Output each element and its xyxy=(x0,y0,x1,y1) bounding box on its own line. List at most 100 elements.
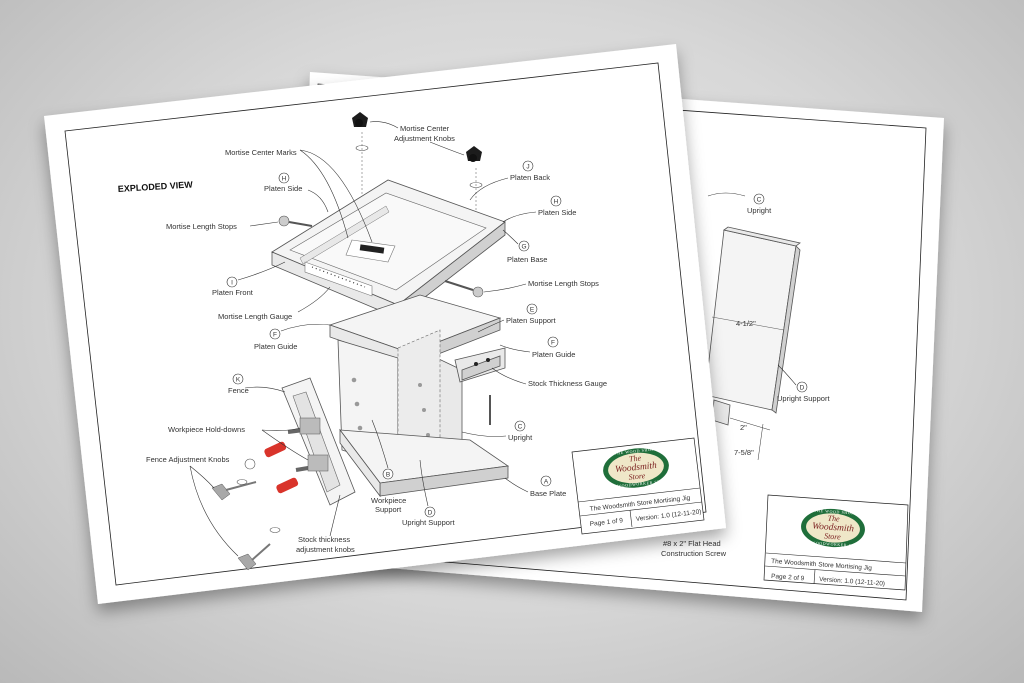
leader-platen-guide-left xyxy=(280,323,331,332)
leader-fence xyxy=(244,386,286,393)
leader-fence-adjustment-knobs-b xyxy=(189,465,239,557)
front-callouts: Mortise Center Adjustment Knobs Mortise … xyxy=(146,121,607,557)
platen-side-right-letter: H xyxy=(554,199,559,206)
leader-stock-thickness-gauge xyxy=(491,367,527,385)
leader-mortise-length-stops-left xyxy=(249,221,279,227)
fence-letter: K xyxy=(236,377,241,384)
label-workpiece-hold-downs: Workpiece Hold-downs xyxy=(168,425,245,434)
fence-adjustment-knob-lower xyxy=(237,543,271,571)
label-upright: Upright xyxy=(508,433,533,442)
leader-platen-base xyxy=(502,229,519,245)
label-mortise-center-marks: Mortise Center Marks xyxy=(225,148,297,157)
front-logo-name-2: Woodsmith xyxy=(615,461,658,475)
leader-workpiece-hold-downs-a xyxy=(261,427,301,431)
back-version-text: Version: 1.0 (12-11-20) xyxy=(819,576,885,588)
leader-platen-guide-right xyxy=(499,344,531,353)
leader-fence-adjustment-knobs-a xyxy=(189,465,215,489)
mortise-length-stop-right xyxy=(444,280,484,298)
mortise-center-knob-left xyxy=(352,112,369,200)
mortising-jig-drawing xyxy=(211,112,510,571)
leader-workpiece-support xyxy=(371,419,389,469)
leader-mortise-center-knobs-a xyxy=(369,121,399,129)
label-mortise-center-knobs-1: Mortise Center xyxy=(400,124,450,133)
front-logo-name-1: The xyxy=(629,453,642,463)
front-logo-name-3: Store xyxy=(628,471,646,482)
dimension-7-5-8in: 7-5/8" xyxy=(734,448,754,457)
label-fence: Fence xyxy=(228,386,249,395)
leader-base-plate xyxy=(504,477,529,493)
width-dimension: 4-1/2" xyxy=(736,319,756,328)
leader-upright xyxy=(461,431,507,437)
upright-support-callout-letter: D xyxy=(800,385,805,392)
back-logo-bottom-text: AND WOODWORKER STORE xyxy=(799,539,864,549)
label-platen-base: Platen Base xyxy=(507,255,547,264)
back-logo-top-text: THE WOOD SHOP xyxy=(814,508,855,516)
front-sheet[interactable]: EXPLODED VIEW xyxy=(44,44,726,604)
leader-platen-side-right xyxy=(502,211,537,223)
label-stock-thickness-gauge: Stock Thickness Gauge xyxy=(528,379,607,388)
front-woodsmith-logo: THE WOOD SHOP The Woodsmith Store AND WO… xyxy=(603,446,670,490)
upright-leader xyxy=(707,192,746,197)
upright-panel-drawing xyxy=(704,226,801,426)
label-platen-guide-left: Platen Guide xyxy=(254,342,297,351)
leader-stock-thickness-knobs xyxy=(329,494,341,537)
label-workpiece-support-1: Workpiece xyxy=(371,496,406,505)
label-platen-front: Platen Front xyxy=(212,288,254,297)
label-mortise-center-knobs-2: Adjustment Knobs xyxy=(394,134,455,143)
upright-support-callout-circle xyxy=(796,381,808,393)
label-fence-adjustment-knobs: Fence Adjustment Knobs xyxy=(146,455,230,464)
leader-platen-front xyxy=(237,261,286,281)
label-platen-guide-right: Platen Guide xyxy=(532,350,575,359)
back-logo-name-1: The xyxy=(827,514,840,524)
exploded-view-heading: EXPLODED VIEW xyxy=(118,179,194,194)
upright-label: Upright xyxy=(747,206,772,215)
leader-mortise-center-knobs-b xyxy=(429,141,465,156)
screw-label-line2: Construction Screw xyxy=(661,549,727,558)
leader-upright-support xyxy=(419,459,429,507)
platen-support-letter: E xyxy=(530,307,535,314)
back-logo-name-3: Store xyxy=(824,531,842,541)
label-platen-back: Platen Back xyxy=(510,173,550,182)
dimension-2in: 2" xyxy=(740,423,747,432)
front-logo-top-text: THE WOOD SHOP xyxy=(614,446,655,455)
front-page-number: Page 1 of 9 xyxy=(589,517,623,528)
workpiece-support-letter: B xyxy=(386,472,390,479)
label-base-plate: Base Plate xyxy=(530,489,566,498)
base-plate-letter: A xyxy=(544,479,549,486)
label-platen-support: Platen Support xyxy=(506,316,557,325)
hold-down-clamps xyxy=(244,417,329,494)
label-mortise-length-stops-right: Mortise Length Stops xyxy=(528,279,599,288)
label-upright-support: Upright Support xyxy=(402,518,455,527)
label-platen-side-left: Platen Side xyxy=(264,184,302,193)
upright-support-leader xyxy=(777,364,797,386)
mortise-length-stop-left xyxy=(278,215,313,227)
label-workpiece-support-2: Support xyxy=(375,505,402,514)
platen-base-letter: G xyxy=(521,244,526,251)
leader-mortise-center-marks-b xyxy=(299,149,349,239)
leader-mortise-length-gauge xyxy=(297,286,331,313)
fence-adjustment-knob-upper xyxy=(211,481,257,501)
upright-support-letter: D xyxy=(428,510,433,517)
label-mortise-length-stops-left: Mortise Length Stops xyxy=(166,222,237,231)
front-logo-bottom-text: AND WOODWORKER STORE xyxy=(605,478,670,490)
upright-support-label: Upright Support xyxy=(777,394,830,403)
screw-label-line1: #8 x 2" Flat Head xyxy=(663,539,721,548)
back-page-number: Page 2 of 9 xyxy=(771,573,805,582)
leader-mortise-length-stops-right xyxy=(483,283,527,293)
label-stock-thickness-knobs-1: Stock thickness xyxy=(298,535,350,544)
back-title-block: THE WOOD SHOP The Woodsmith Store AND WO… xyxy=(763,494,909,591)
upright-letter: C xyxy=(518,424,523,431)
leader-mortise-center-marks-a xyxy=(299,149,373,243)
mortise-center-knob-right xyxy=(466,146,483,215)
label-platen-side-right: Platen Side xyxy=(538,208,576,217)
platen-side-left-letter: H xyxy=(282,176,287,183)
upright-callout-letter: C xyxy=(757,197,762,204)
platen-front-letter: I xyxy=(231,280,233,287)
back-logo-name-2: Woodsmith xyxy=(812,522,855,535)
platen-guide-left-letter: F xyxy=(273,332,277,339)
leader-platen-back xyxy=(469,177,509,201)
leader-platen-support xyxy=(477,319,505,333)
front-title-block: THE WOOD SHOP The Woodsmith Store AND WO… xyxy=(571,437,705,535)
platen-back-letter: J xyxy=(526,164,529,171)
upright-callout-circle xyxy=(753,193,765,205)
